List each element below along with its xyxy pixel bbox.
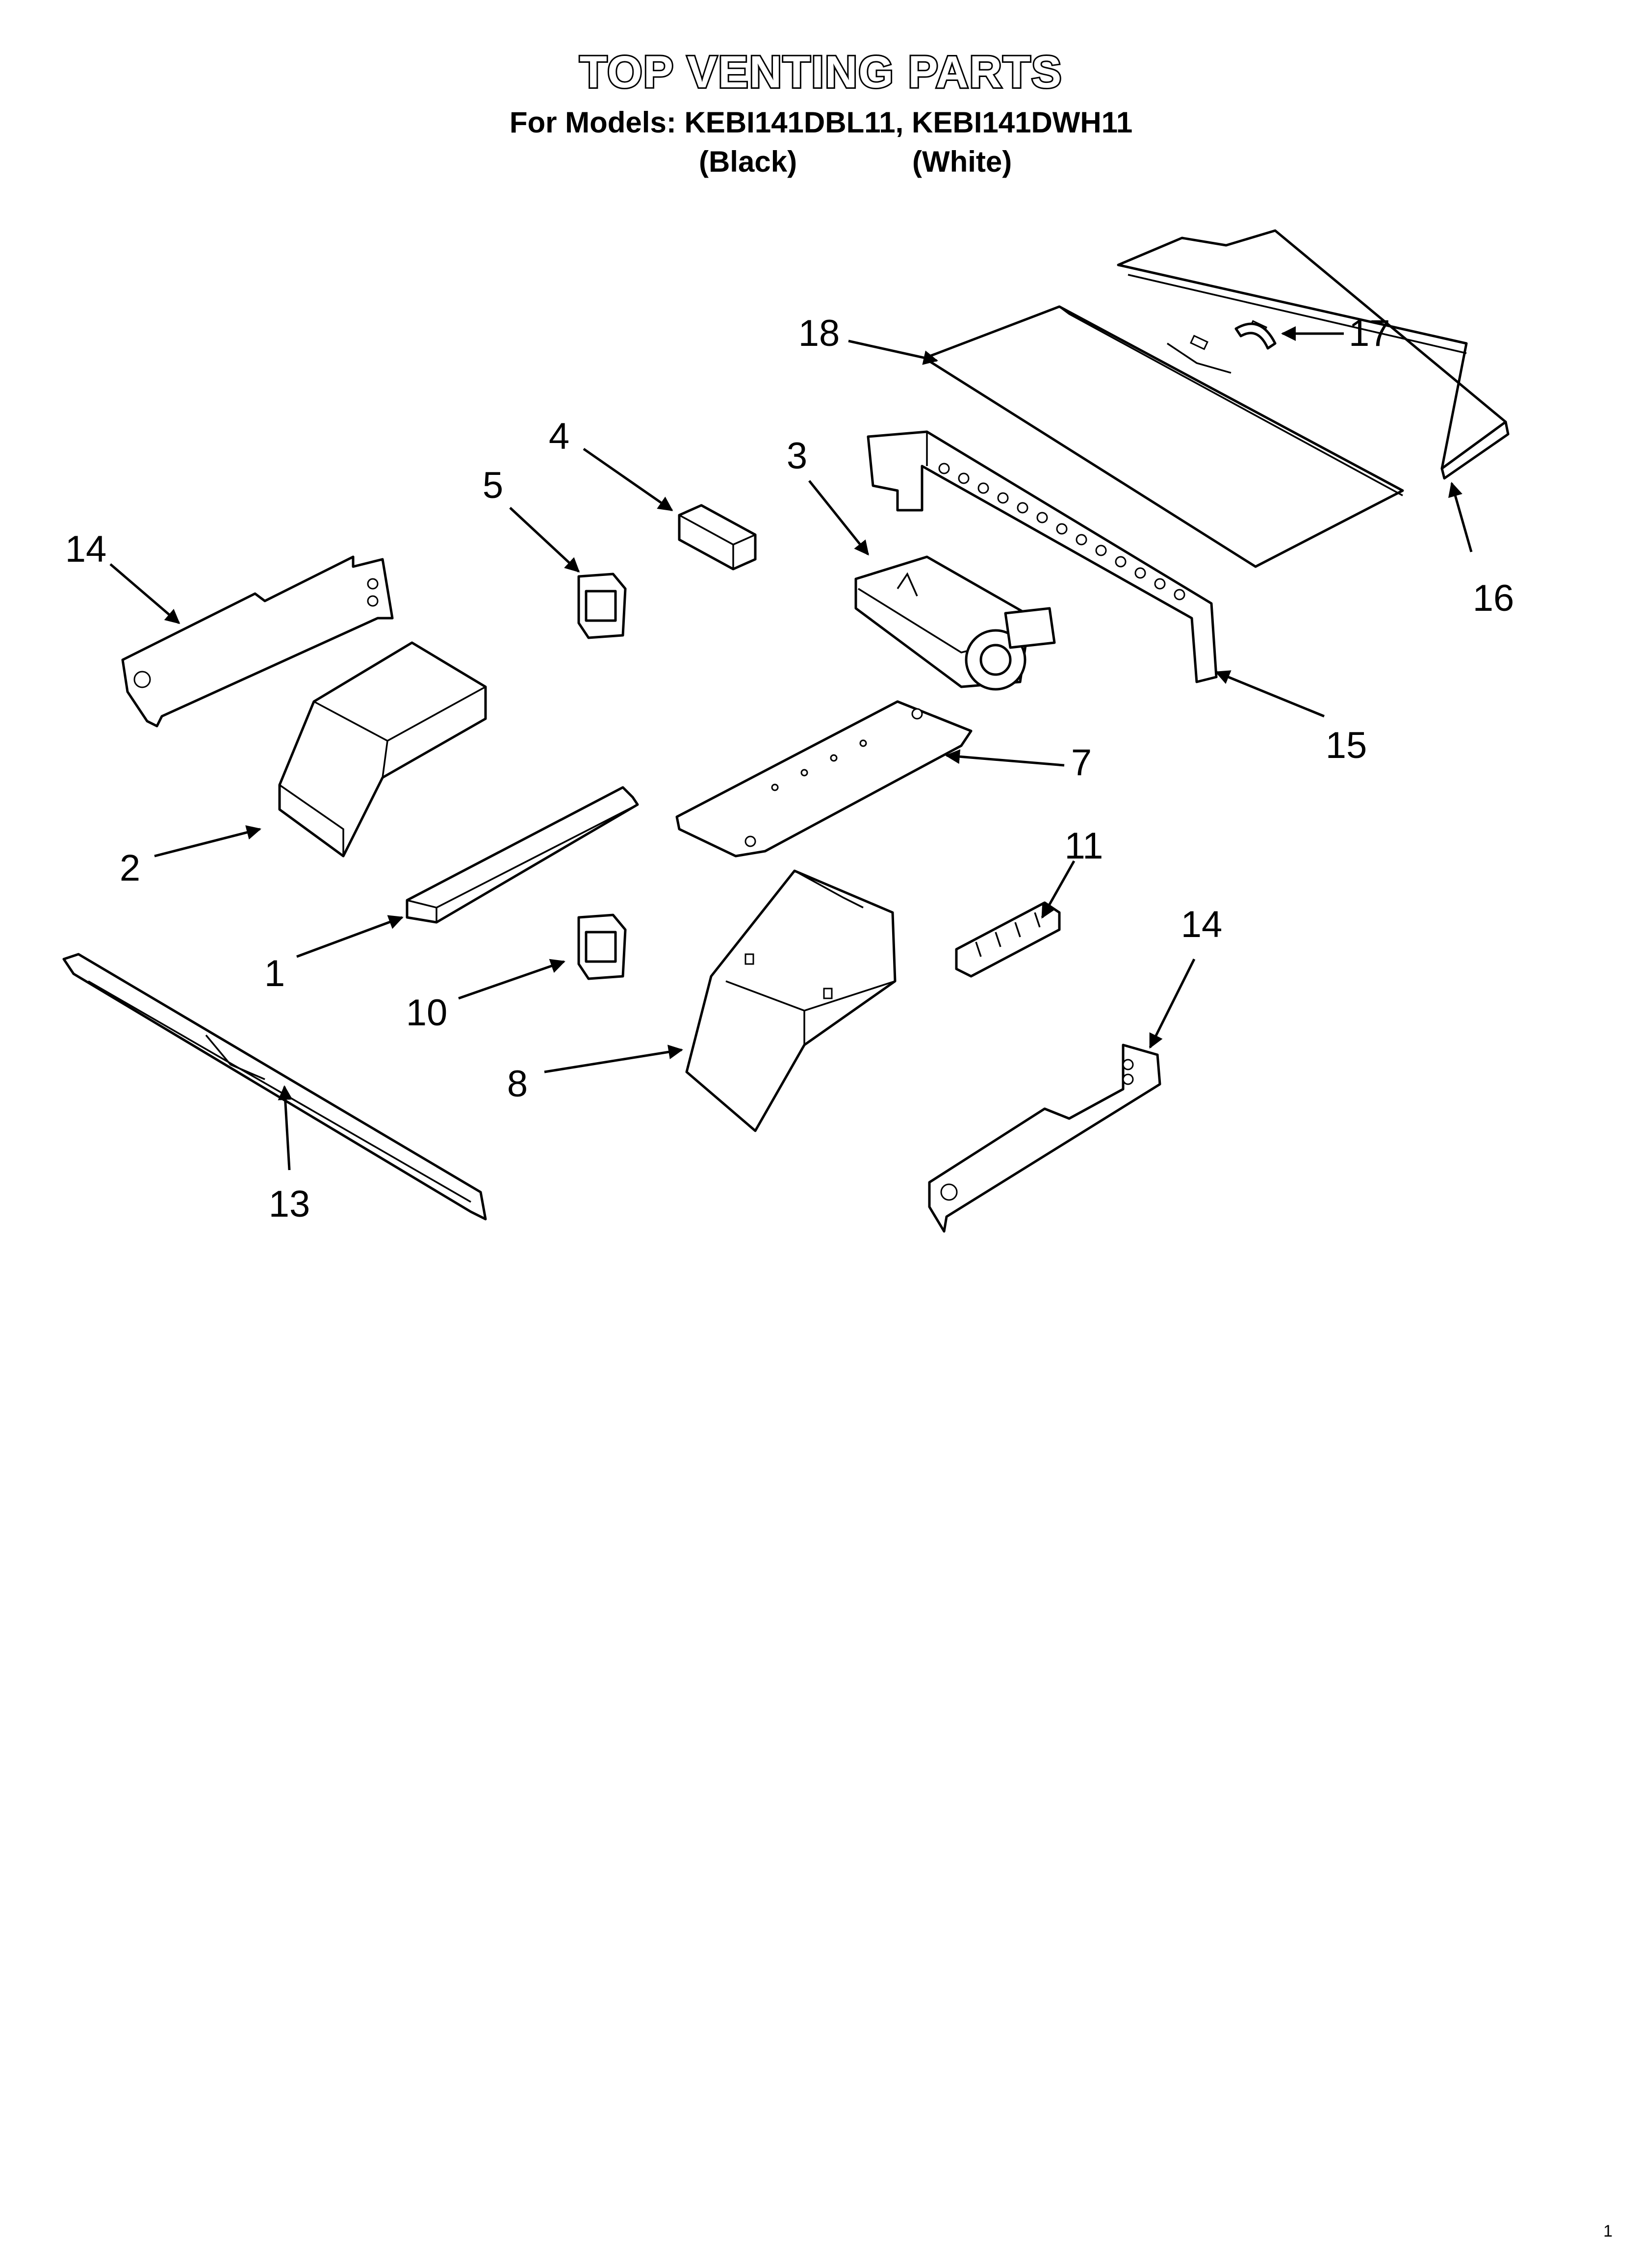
- callout-8: 8: [507, 1063, 528, 1105]
- callout-5: 5: [483, 465, 503, 506]
- leader-18: [848, 339, 938, 365]
- callout-3: 3: [787, 435, 807, 477]
- variant-black-label: (Black): [699, 145, 797, 178]
- callout-4: 4: [549, 416, 569, 457]
- part-8-front-duct: [685, 869, 897, 1132]
- leader-8: [544, 1044, 683, 1073]
- part-15-perforated-bracket: [867, 430, 1218, 683]
- callout-14-upper: 14: [65, 528, 107, 570]
- leader-13: [278, 1085, 293, 1171]
- part-5-switch: [577, 573, 627, 639]
- part-14-right-bracket-lower: [928, 1043, 1161, 1233]
- callout-15: 15: [1326, 725, 1367, 766]
- callout-18: 18: [798, 313, 840, 354]
- part-2-duct: [278, 641, 487, 858]
- part-16-top-cover: [1117, 229, 1510, 480]
- callout-17: 17: [1349, 313, 1390, 354]
- leader-4: [583, 447, 673, 512]
- callout-1: 1: [264, 953, 285, 994]
- callout-16: 16: [1473, 577, 1514, 619]
- leader-1: [296, 915, 404, 958]
- part-4-block: [678, 504, 757, 571]
- page-title: TOP VENTING PARTS: [578, 46, 1063, 99]
- part-18-vent-panel: [923, 305, 1404, 568]
- page-number: 1: [1603, 2222, 1613, 2241]
- callout-13: 13: [269, 1183, 310, 1225]
- callout-7: 7: [1071, 742, 1092, 783]
- leader-5: [509, 507, 580, 573]
- part-17-clip: [1234, 322, 1277, 350]
- leader-7: [945, 749, 1065, 767]
- leader-16: [1448, 482, 1473, 552]
- callout-10: 10: [406, 992, 448, 1034]
- callout-2: 2: [120, 847, 140, 889]
- leader-15: [1215, 670, 1325, 718]
- leader-3: [808, 480, 869, 556]
- model-list: For Models: KEBI141DBL11, KEBI141DWH11: [509, 106, 1133, 139]
- leader-10: [458, 959, 565, 1000]
- part-7-plate: [675, 700, 973, 858]
- part-3-motor-assembly: [854, 555, 1056, 691]
- leader-11: [1041, 860, 1076, 919]
- part-1-rail: [406, 786, 639, 924]
- part-10-switch: [577, 913, 627, 980]
- leader-2: [154, 825, 261, 858]
- callout-11: 11: [1065, 825, 1103, 867]
- variant-white-label: (White): [912, 145, 1012, 178]
- callout-14-lower: 14: [1181, 904, 1223, 945]
- leader-14-upper: [109, 563, 180, 624]
- leader-14-lower: [1149, 958, 1196, 1049]
- part-14-left-bracket-upper: [121, 555, 394, 728]
